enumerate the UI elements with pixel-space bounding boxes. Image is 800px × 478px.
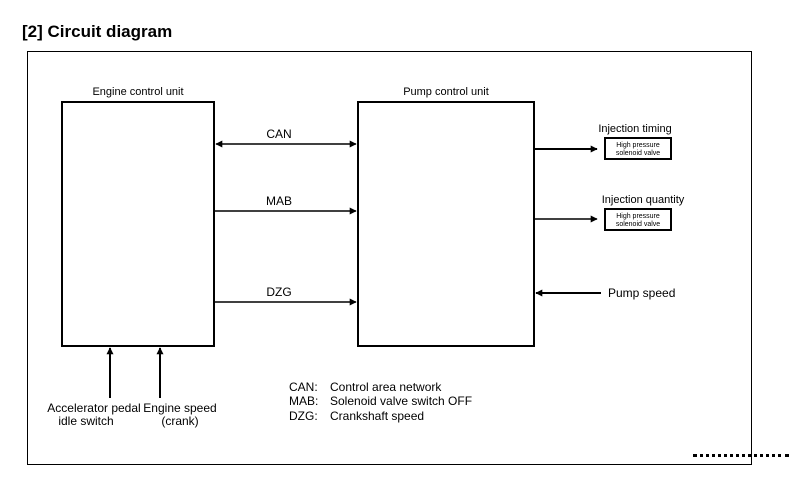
injection-timing-label: Injection timing	[598, 123, 671, 135]
injection-quantity-label: Injection quantity	[602, 194, 685, 206]
can-label: CAN	[266, 127, 291, 141]
dzg-label: DZG	[266, 285, 291, 299]
diagram-frame	[27, 51, 752, 465]
accelerator-label-line1: Accelerator pedal	[47, 401, 140, 415]
section-heading: [2] Circuit diagram	[22, 22, 173, 41]
legend: CAN: Control area network MAB: Solenoid …	[289, 380, 472, 423]
accelerator-label-line2: idle switch	[58, 414, 113, 428]
engine-control-unit-label: Engine control unit	[92, 86, 183, 98]
continuation-dotted-line	[693, 454, 789, 457]
legend-text: Solenoid valve switch OFF	[330, 394, 472, 408]
timing-valve-label-line2: solenoid valve	[616, 150, 660, 157]
legend-text: Crankshaft speed	[330, 409, 424, 423]
quantity-valve-label-line2: solenoid valve	[616, 221, 660, 228]
engine-control-unit-box	[61, 101, 215, 347]
pump-control-unit-label: Pump control unit	[403, 86, 489, 98]
quantity-valve-label-line1: High pressure	[616, 213, 660, 220]
legend-abbr: CAN:	[289, 380, 318, 394]
legend-abbr: MAB:	[289, 394, 318, 408]
quantity-valve-box	[604, 208, 672, 231]
engine-speed-label-line1: Engine speed	[143, 401, 216, 415]
timing-valve-label-line1: High pressure	[616, 142, 660, 149]
mab-label: MAB	[266, 194, 292, 208]
timing-valve-box	[604, 137, 672, 160]
pump-speed-label: Pump speed	[608, 286, 675, 300]
pump-control-unit-box	[357, 101, 535, 347]
legend-abbr: DZG:	[289, 409, 318, 423]
legend-text: Control area network	[330, 380, 442, 394]
engine-speed-label-line2: (crank)	[161, 414, 198, 428]
